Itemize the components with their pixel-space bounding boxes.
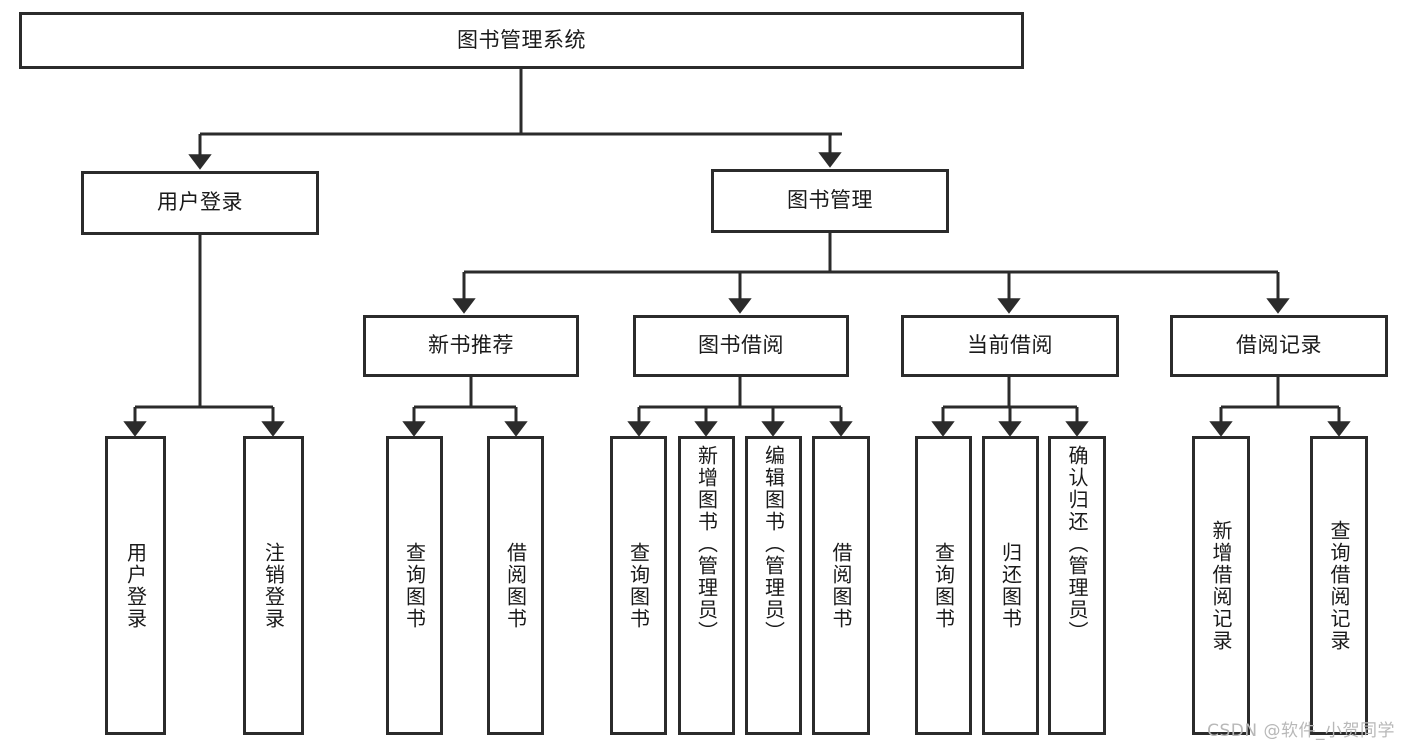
- leaf-label: 归还图书: [998, 541, 1023, 630]
- leaf-query-borrow-record[interactable]: 查询借阅记录: [1310, 436, 1368, 735]
- node-user-login[interactable]: 用户登录: [81, 171, 319, 235]
- leaf-label: 用户登录: [123, 541, 148, 630]
- connector-level2-to-level3: [452, 233, 1290, 314]
- node-label: 用户登录: [157, 190, 243, 215]
- leaf-label: 编辑图书（管理员）: [761, 445, 786, 643]
- connector-borrow-leaves: [627, 377, 853, 437]
- leaf-query-books-new-book[interactable]: 查询图书: [386, 436, 443, 735]
- connector-borrow-record-leaves: [1209, 377, 1351, 437]
- leaf-query-books-current[interactable]: 查询图书: [915, 436, 972, 735]
- node-root-book-management-system[interactable]: 图书管理系统: [19, 12, 1024, 69]
- node-borrow-records[interactable]: 借阅记录: [1170, 315, 1388, 377]
- connector-current-borrow-leaves: [931, 377, 1089, 437]
- node-new-book-recommendation[interactable]: 新书推荐: [363, 315, 579, 377]
- leaf-return-books[interactable]: 归还图书: [982, 436, 1039, 735]
- leaf-label: 新增借阅记录: [1209, 519, 1233, 652]
- leaf-label: 查询图书: [931, 541, 956, 630]
- leaf-label: 查询图书: [402, 541, 427, 630]
- leaf-borrow-books-new-book[interactable]: 借阅图书: [487, 436, 544, 735]
- leaf-confirm-return-admin[interactable]: 确认归还（管理员）: [1048, 436, 1106, 735]
- node-book-management[interactable]: 图书管理: [711, 169, 949, 233]
- leaf-label: 查询图书: [626, 541, 651, 630]
- node-label: 图书管理: [787, 188, 873, 213]
- node-book-borrowing[interactable]: 图书借阅: [633, 315, 849, 377]
- leaf-add-borrow-record[interactable]: 新增借阅记录: [1192, 436, 1250, 735]
- leaf-label: 新增图书（管理员）: [694, 445, 719, 643]
- leaf-edit-book-admin[interactable]: 编辑图书（管理员）: [745, 436, 802, 735]
- leaf-add-book-admin[interactable]: 新增图书（管理员）: [678, 436, 735, 735]
- node-label: 借阅记录: [1236, 333, 1322, 358]
- leaf-label: 借阅图书: [503, 541, 528, 630]
- connector-root-to-level2: [188, 69, 842, 170]
- leaf-label: 注销登录: [261, 541, 286, 630]
- leaf-query-books-borrowing[interactable]: 查询图书: [610, 436, 667, 735]
- node-current-borrowing[interactable]: 当前借阅: [901, 315, 1119, 377]
- connector-new-book-leaves: [402, 377, 528, 437]
- node-label: 当前借阅: [967, 333, 1053, 358]
- node-label: 图书管理系统: [457, 27, 586, 52]
- node-label: 图书借阅: [698, 333, 784, 358]
- connector-user-login-leaves: [123, 235, 285, 437]
- node-label: 新书推荐: [428, 333, 514, 358]
- leaf-logout-login[interactable]: 注销登录: [243, 436, 304, 735]
- leaf-label: 确认归还（管理员）: [1065, 445, 1089, 643]
- leaf-user-login[interactable]: 用户登录: [105, 436, 166, 735]
- leaf-label: 查询借阅记录: [1327, 519, 1351, 652]
- leaf-borrow-books-borrowing[interactable]: 借阅图书: [812, 436, 870, 735]
- leaf-label: 借阅图书: [829, 541, 853, 630]
